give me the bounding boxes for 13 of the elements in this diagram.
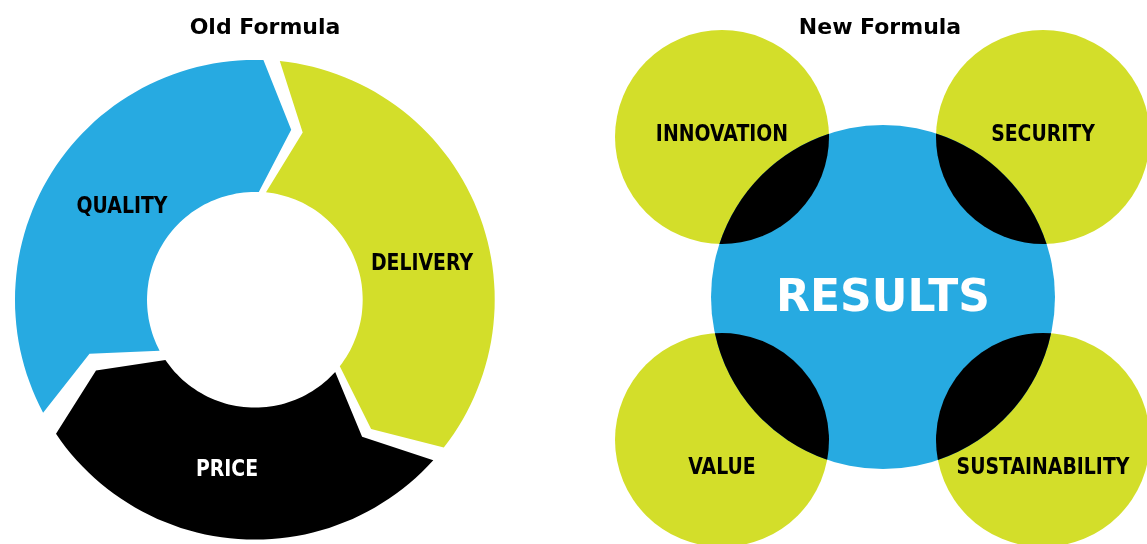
- segment-label: DELIVERY: [370, 249, 474, 275]
- cycle-segment: [266, 61, 495, 448]
- segment-label: PRICE: [195, 455, 259, 481]
- segment-label: QUALITY: [76, 192, 168, 218]
- segment-label: SUSTAINABILITY: [956, 453, 1130, 479]
- segment-label: SECURITY: [991, 120, 1095, 146]
- segment-label: RESULTS: [776, 269, 990, 321]
- diagram-heading: New Formula: [798, 13, 962, 39]
- segment-label: INNOVATION: [655, 120, 789, 146]
- segment-label: VALUE: [688, 453, 756, 479]
- cycle-segment: [56, 360, 434, 540]
- diagram-heading: Old Formula: [189, 13, 341, 39]
- cycle-segment: [15, 60, 292, 413]
